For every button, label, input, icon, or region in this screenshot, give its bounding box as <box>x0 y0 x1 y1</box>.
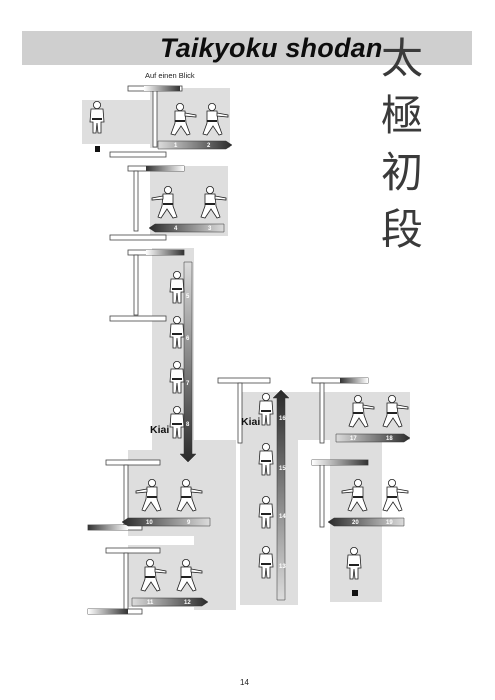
step-number: 1 <box>174 143 178 149</box>
step-number: 14 <box>279 514 286 520</box>
step-number: 16 <box>279 416 286 422</box>
step-number: 2 <box>207 143 211 149</box>
step-number: 11 <box>147 600 154 606</box>
step-number: 15 <box>279 466 286 472</box>
step-number: 18 <box>386 436 393 442</box>
step-number: 20 <box>352 520 359 526</box>
step-number: 9 <box>187 520 191 526</box>
t-marker-accents <box>88 86 368 614</box>
kanji-character: 太 <box>380 34 423 83</box>
kanji-character: 段 <box>380 205 423 254</box>
title-bar <box>22 31 472 65</box>
step-number: 6 <box>186 336 190 342</box>
step-number: 19 <box>386 520 393 526</box>
kiai-label: Kiai <box>150 424 170 436</box>
step-number: 17 <box>350 436 357 442</box>
kanji-character: 初 <box>380 148 423 197</box>
step-number: 12 <box>184 600 191 606</box>
step-number: 10 <box>146 520 153 526</box>
kanji-column: 太 極 初 段 <box>372 30 432 258</box>
page-number: 14 <box>240 678 249 687</box>
step-number: 8 <box>186 422 190 428</box>
page-subtitle: Auf einen Blick <box>145 71 195 80</box>
step-arrows <box>121 140 411 607</box>
step-number: 3 <box>208 226 212 232</box>
kanji-character: 極 <box>380 91 423 140</box>
step-number: 7 <box>186 381 190 387</box>
page-title: Taikyoku shodan <box>160 33 383 63</box>
step-number: 13 <box>279 564 286 570</box>
step-number: 5 <box>186 294 190 300</box>
step-numbers: 1 2 3 4 5 6 7 8 9 10 11 12 13 14 15 16 1… <box>146 143 393 606</box>
kiai-label: Kiai <box>241 416 261 428</box>
step-number: 4 <box>174 226 178 232</box>
